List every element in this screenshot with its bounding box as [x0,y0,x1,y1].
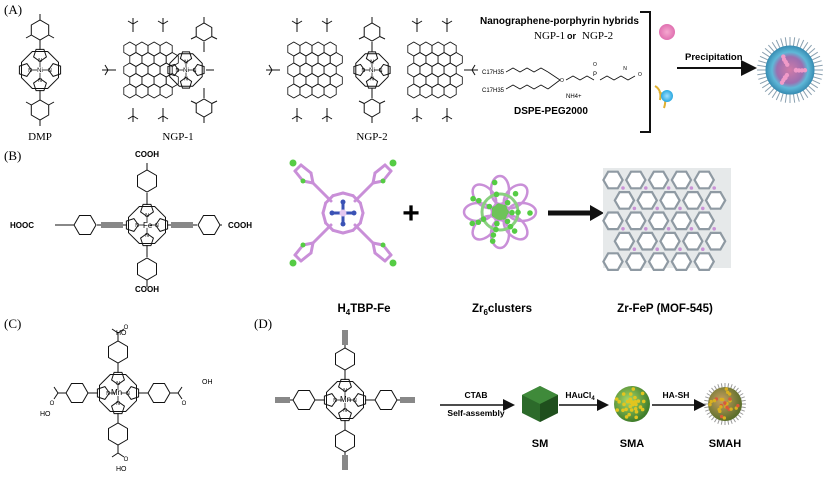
sm-cube-icon [522,386,558,422]
svg-text:N: N [38,58,42,64]
chain-top-label: C17H35 [482,70,505,76]
bracket [640,11,651,133]
svg-text:N: N [362,68,366,74]
step1-bottom-label: Self-assembly [447,408,504,418]
hybrids-sub-or: or [567,31,576,41]
cooh-right-label: COOH [228,221,252,230]
hooc-left-label: HOOC [10,221,34,230]
step1-top-label: CTAB [465,390,488,400]
svg-text:Ni: Ni [37,68,43,74]
oh-right-label: OH [202,379,213,386]
panel-d-letter: (D) [254,316,272,331]
svg-text:N: N [116,381,120,387]
svg-text:N: N [135,223,139,229]
dmp-label: DMP [28,131,52,143]
mn-label-c: Mn [111,388,122,397]
svg-text:Ni: Ni [369,68,375,74]
svg-text:O: O [124,325,129,331]
step3-label: HA-SH [663,390,690,400]
svg-text:N: N [379,68,383,74]
svg-text:N: N [193,68,197,74]
panel-a-letter: (A) [4,2,22,17]
zr-fep-label: Zr-FeP (MOF-545) [617,303,713,315]
ammonium-label: NH4+ [566,94,582,100]
chain-bottom-label: C17H35 [482,88,505,94]
mn-label-d: Mn [340,395,351,404]
zr6-cluster-model [462,174,538,250]
svg-text:N: N [126,391,130,397]
ho-left-label: HO [40,411,51,418]
ho-top-label: HO [116,330,127,337]
panel-c-letter: (C) [4,316,21,331]
svg-text:N: N [333,398,337,404]
mof-arrowhead [590,205,604,221]
hybrids-title: Nanographene-porphyrin hybrids [480,16,639,27]
ngp1-label: NGP-1 [162,131,193,143]
cooh-top-label: COOH [135,150,159,159]
svg-text:N: N [145,233,149,239]
ho-bottom-label: HO [116,466,127,473]
smah-label: SMAH [709,438,741,450]
hybrid-dot-icon [659,24,675,40]
sma-label: SMA [620,438,645,450]
hybrids-sub-a: NGP-1 [534,30,565,42]
svg-text:O: O [560,78,564,84]
svg-text:N: N [370,77,374,83]
smah-sphere-icon [704,383,746,425]
sma-sphere-icon [614,386,650,422]
sm-label: SM [532,438,549,450]
svg-text:N: N [28,68,32,74]
nanoparticle-icon [757,37,823,103]
svg-text:N: N [106,391,110,397]
mof-lattice-model [602,168,731,271]
h4tbp-fe-label: H4TBP-Fe [337,303,390,317]
peg-label: DSPE-PEG2000 [514,106,588,117]
svg-text:P: P [593,72,597,78]
svg-text:N: N [343,388,347,394]
svg-text:N: N [343,408,347,414]
cooh-bottom-label: COOH [135,285,159,294]
svg-text:N: N [184,59,188,65]
ngp2-label: NGP-2 [356,131,387,143]
svg-text:N: N [370,59,374,65]
panel-b-letter: (B) [4,148,21,163]
porphyrin-3d-model [289,159,397,267]
svg-text:N: N [145,213,149,219]
svg-text:N: N [38,78,42,84]
svg-text:O: O [124,457,129,463]
hybrids-sub-b: NGP-2 [582,30,613,42]
step2-label: HAuCl4 [565,390,595,402]
svg-text:O: O [638,72,642,78]
fe-label: Fe [143,221,153,230]
svg-text:N: N [116,401,120,407]
precipitation-label: Precipitation [685,52,743,63]
svg-text:O: O [182,401,187,407]
svg-text:N: N [353,398,357,404]
svg-text:Ni: Ni [183,68,189,74]
svg-text:O: O [50,401,55,407]
svg-text:N: N [623,66,627,72]
svg-text:N: N [48,68,52,74]
zr6-clusters-label: Zr6clusters [472,303,532,317]
svg-text:O: O [593,62,597,68]
svg-text:N: N [176,68,180,74]
svg-text:N: N [184,77,188,83]
svg-text:N: N [155,223,159,229]
plus-sign: + [402,197,420,230]
lipid-dot-icon [654,85,673,109]
